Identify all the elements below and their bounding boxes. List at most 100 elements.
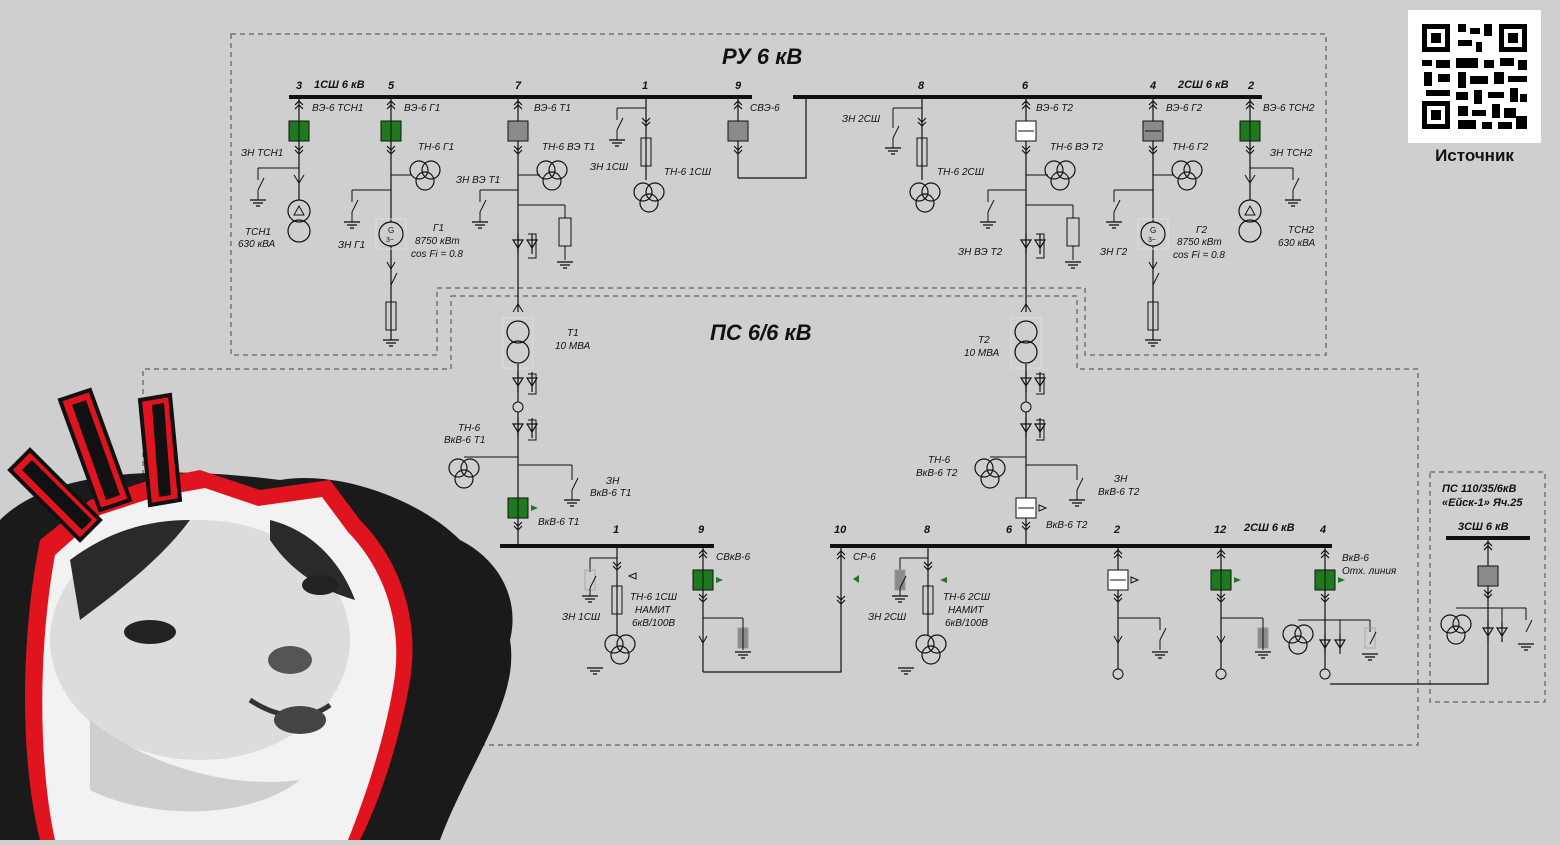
top-cell-5: 5 — [388, 80, 395, 92]
label-sr6: СР-6 — [853, 552, 876, 563]
label-t1-power: 10 МВА — [555, 341, 591, 352]
bottom-cell-8: 8 — [924, 524, 931, 536]
feeder-tsn2 — [1238, 97, 1302, 243]
feeder-ve-t1 — [471, 97, 574, 313]
ps-title: ПС 6/6 кВ — [710, 320, 812, 345]
switch-ve6-t1[interactable] — [507, 120, 529, 142]
g1-symbol: G — [388, 226, 394, 235]
label-ve6-g2: ВЭ-6 Г2 — [1166, 103, 1203, 114]
label-tn-t2-b: ВкВ-6 Т2 — [916, 468, 958, 479]
label-tn2-a: ТН-6 2СШ — [943, 592, 991, 603]
feeder-svkv6 — [692, 546, 842, 673]
feeder-bottom-tn-2sh — [891, 546, 947, 675]
bottom-cell-4: 4 — [1319, 524, 1326, 536]
label-zn-t1-b: ВкВ-6 Т1 — [590, 488, 631, 499]
transformer-t1 — [448, 317, 581, 545]
g2-phase: 3~ — [1148, 237, 1156, 244]
feeder-tn-2sh — [884, 97, 941, 213]
ext-station-line1: ПС 110/35/6кВ — [1442, 483, 1516, 495]
label-ve6-g1: ВЭ-6 Г1 — [404, 103, 440, 114]
ext-station-line2: «Ейск-1» Яч.25 — [1442, 497, 1523, 509]
label-g2-cos: cos Fi = 0.8 — [1173, 250, 1225, 261]
switch-ext-station[interactable] — [1477, 565, 1499, 587]
feeder-sr6 — [836, 550, 859, 605]
ext-station-bus: 3СШ 6 кВ — [1458, 521, 1509, 533]
feeder-sve6 — [727, 97, 807, 179]
g1-phase: 3~ — [386, 237, 394, 244]
top-cell-8: 8 — [918, 80, 925, 92]
label-tn2-c: 6кВ/100В — [945, 618, 988, 629]
label-zn-2sh-bottom: ЗН 2СШ — [868, 612, 907, 623]
label-zn-g1: ЗН Г1 — [338, 240, 365, 251]
label-zn-ve-t2: ЗН ВЭ Т2 — [958, 247, 1003, 258]
label-t1-name: Т1 — [567, 328, 579, 339]
bottom-cell-2: 2 — [1113, 524, 1120, 536]
label-tn6-g1: ТН-6 Г1 — [418, 142, 454, 153]
label-ve6-tsn2: ВЭ-6 ТСН2 — [1263, 103, 1315, 114]
bottom-cell-1: 1 — [613, 524, 619, 536]
bottom-bus-2-label: 2СШ 6 кВ — [1243, 522, 1295, 534]
label-sw-t2: ВкВ-6 Т2 — [1046, 520, 1088, 531]
label-zn-tsn1: ЗН ТСН1 — [241, 148, 283, 159]
feeder-g2: G 3~ — [1105, 97, 1203, 347]
label-g1-name: Г1 — [433, 223, 444, 234]
label-tn6-1sh: ТН-6 1СШ — [664, 167, 712, 178]
ext-station-feeder — [1440, 538, 1535, 651]
top-cell-7: 7 — [515, 80, 522, 92]
label-tsn2-name: ТСН2 — [1288, 225, 1315, 236]
label-zn-t1-a: ЗН — [606, 476, 620, 487]
label-zn-ve-t1: ЗН ВЭ Т1 — [456, 175, 500, 186]
top-bus-1-label: 1СШ 6 кВ — [314, 79, 365, 91]
label-zn-t2-a: ЗН — [1114, 474, 1128, 485]
feeder-cell-12 — [1210, 546, 1272, 680]
bottom-cell-6: 6 — [1006, 524, 1013, 536]
g2-symbol: G — [1150, 226, 1156, 235]
label-line-b: Отх. линия — [1342, 566, 1397, 577]
label-zn-g2: ЗН Г2 — [1100, 247, 1128, 258]
feeder-tn-1sh — [608, 97, 665, 213]
ps-frame — [142, 295, 1419, 746]
bottom-cell-12: 12 — [1214, 524, 1226, 536]
label-tn1-b: НАМИТ — [635, 605, 671, 616]
bottom-cell-10: 10 — [834, 524, 847, 536]
label-sw-t1: ВкВ-6 Т1 — [538, 517, 579, 528]
label-zn-tsn2: ЗН ТСН2 — [1270, 148, 1313, 159]
qr-code[interactable] — [1408, 10, 1541, 143]
top-bus-2-label: 2СШ 6 кВ — [1177, 79, 1229, 91]
label-tn2-b: НАМИТ — [948, 605, 984, 616]
label-zn-1sh: ЗН 1СШ — [590, 162, 629, 173]
label-svkv6: СВкВ-6 — [716, 552, 751, 563]
qr-code-icon — [1422, 24, 1527, 129]
qr-caption: Источник — [1435, 146, 1514, 165]
generator-g1-icon — [378, 221, 404, 247]
top-cell-3: 3 — [296, 80, 302, 92]
label-sve6: СВЭ-6 — [750, 103, 780, 114]
generator-g2-icon — [1140, 221, 1166, 247]
label-zn-t2-b: ВкВ-6 Т2 — [1098, 487, 1140, 498]
label-t2-power: 10 МВА — [964, 348, 1000, 359]
ru-title: РУ 6 кВ — [722, 44, 802, 69]
label-zn-1sh-bottom: ЗН 1СШ — [562, 612, 601, 623]
label-ve6-t1: ВЭ-6 Т1 — [534, 103, 571, 114]
label-g1-power: 8750 кВт — [415, 236, 460, 247]
label-tsn2-power: 630 кВА — [1278, 238, 1316, 249]
feeder-ve-t2 — [979, 97, 1082, 313]
ext-station-frame — [1429, 471, 1546, 703]
exclamation-icon — [7, 387, 183, 543]
feeder-g1: G 3~ — [343, 97, 441, 347]
top-cell-2: 2 — [1247, 80, 1254, 92]
label-t2-name: Т2 — [978, 335, 990, 346]
cat-sticker-icon — [0, 470, 513, 840]
label-tn6-ve-t2: ТН-6 ВЭ Т2 — [1050, 142, 1103, 153]
top-cell-9: 9 — [735, 80, 742, 92]
ru-frame — [230, 33, 1327, 356]
switch-sve6[interactable] — [727, 120, 749, 142]
label-tn-t1-b: ВкВ-6 Т1 — [444, 435, 485, 446]
feeder-bottom-tn-1sh — [581, 546, 637, 675]
label-tn-t2-a: ТН-6 — [928, 455, 951, 466]
label-ve6-t2: ВЭ-6 Т2 — [1036, 103, 1073, 114]
label-line-a: ВкВ-6 — [1342, 553, 1369, 564]
label-g2-name: Г2 — [1196, 225, 1207, 236]
